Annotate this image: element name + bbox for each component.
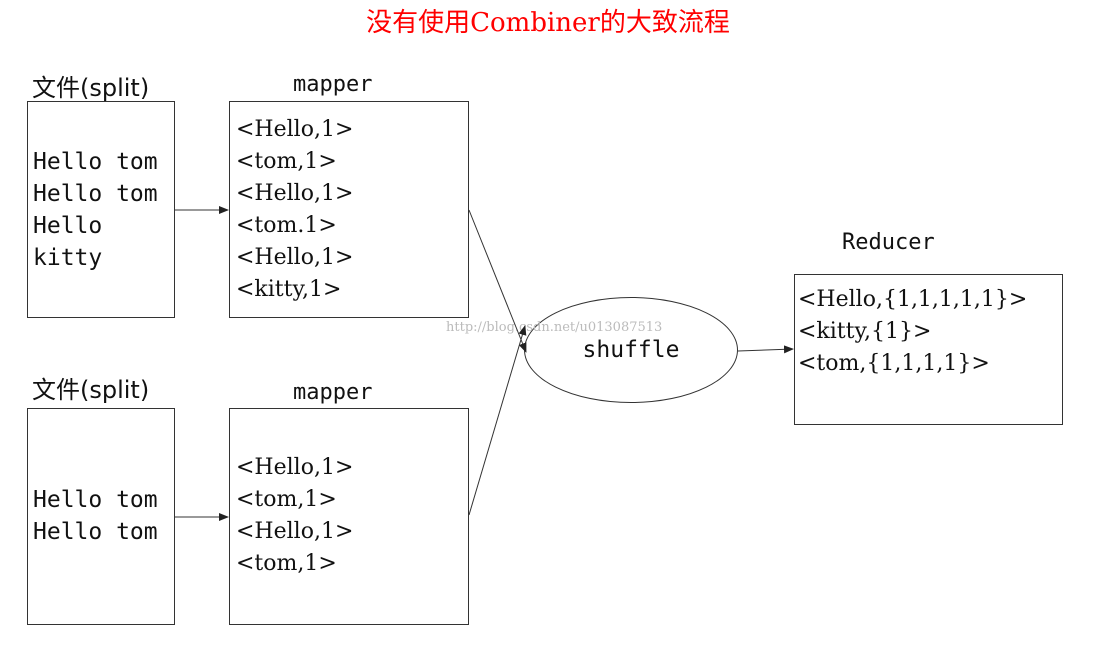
mapper-lines-1: <Hello,1> <tom,1> <Hello,1> <tom.1> <Hel… [236,114,353,306]
split-label-2: 文件(split) [32,376,150,404]
split-box-2: Hello tom Hello tom [27,408,175,625]
arrow-mapper1-to-shuffle [468,209,527,353]
mapper-line: <tom,1> [236,487,337,512]
watermark: http://blog.csdn.net/u013087513 [446,320,663,335]
split-label-1: 文件(split) [32,74,150,102]
mapper-line: <Hello,1> [236,245,354,270]
split-line: Hello tom [33,519,158,545]
mapper-lines-2: <Hello,1> <tom,1> <Hello,1> <tom,1> [236,452,353,580]
arrow-mapper2-to-shuffle [468,325,527,516]
split-line: Hello tom [33,149,158,175]
split-box-1: Hello tom Hello tom Hello kitty [27,101,175,318]
diagram-title: 没有使用Combiner的大致流程 [366,8,730,38]
reducer-line: <Hello,{1,1,1,1,1}> [798,287,1028,312]
split-line: Hello tom [33,487,158,513]
mapper-line: <Hello,1> [236,117,354,142]
split-line: kitty [33,245,103,271]
mapper-box-1: <Hello,1> <tom,1> <Hello,1> <tom.1> <Hel… [229,101,469,318]
mapper-line: <Hello,1> [236,181,354,206]
mapper-line: <tom,1> [236,149,337,174]
split-lines-1: Hello tom Hello tom Hello kitty [33,146,158,274]
reducer-line: <tom,{1,1,1,1}> [798,351,990,376]
shuffle-node: shuffle [524,297,738,403]
mapper-line: <Hello,1> [236,455,354,480]
reducer-lines: <Hello,{1,1,1,1,1}> <kitty,{1}> <tom,{1,… [798,284,1027,380]
mapper-label-1: mapper [293,72,373,97]
mapper-line: <tom.1> [236,213,337,238]
split-line: Hello [33,213,103,239]
reducer-line: <kitty,{1}> [798,319,932,344]
mapper-line: <tom,1> [236,551,337,576]
split-lines-2: Hello tom Hello tom [33,484,158,548]
mapper-label-2: mapper [293,380,373,405]
arrow-shuffle-to-reducer [737,345,794,354]
mapper-line: <Hello,1> [236,519,354,544]
split-line: Hello tom [33,181,158,207]
mapper-line: <kitty,1> [236,277,342,302]
mapper-box-2: <Hello,1> <tom,1> <Hello,1> <tom,1> [229,408,469,625]
shuffle-label: shuffle [582,337,680,363]
reducer-box: <Hello,{1,1,1,1,1}> <kitty,{1}> <tom,{1,… [794,274,1063,425]
reducer-label: Reducer [842,230,935,255]
